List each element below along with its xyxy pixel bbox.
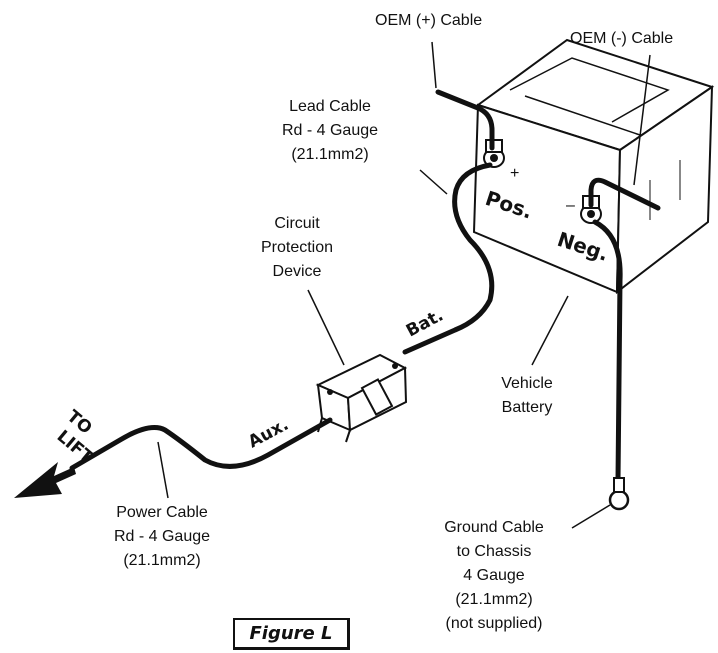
label-oem-pos-cable: OEM (+) Cable [375,12,482,29]
to-lift-arrow-icon [14,462,76,498]
oem-negative-cable [588,177,661,211]
label-lead-cable-1: Lead Cable [289,98,371,115]
label-plus-sign: + [510,165,519,182]
battery-side-face [615,85,714,295]
circuit-protection-device [315,353,408,443]
battery-top-groove-line [524,95,641,136]
leader-oem-pos [431,41,437,89]
ground-ring-terminal [608,489,630,511]
label-ground-cable-2: to Chassis [457,543,532,560]
figure-caption-box: Figure L [233,618,350,650]
battery-top-groove [509,57,670,123]
leader-circuit-protection [307,289,345,366]
leader-power-cable [157,441,169,499]
label-lead-cable-3: (21.1mm2) [291,146,368,163]
label-power-cable-2: Rd - 4 Gauge [114,528,210,545]
label-vehicle-battery-1: Vehicle [501,375,553,392]
label-power-cable-3: (21.1mm2) [123,552,200,569]
label-circuit-protection-3: Device [273,263,322,280]
label-minus-sign: – [566,197,575,214]
label-vehicle-battery-2: Battery [502,399,553,416]
label-lift: LIFT [53,427,97,469]
vehicle-battery [472,38,715,295]
label-ground-cable-1: Ground Cable [444,519,544,536]
label-circuit-protection-1: Circuit [274,215,320,232]
power-cable [69,417,333,471]
label-lead-cable-2: Rd - 4 Gauge [282,122,378,139]
label-oem-neg-cable: OEM (-) Cable [570,30,673,47]
oem-positive-cable [435,89,495,151]
leader-ground-cable [571,504,611,529]
leader-oem-neg [633,54,651,186]
label-ground-cable-3: 4 Gauge [463,567,524,584]
ground-cable [592,219,623,483]
leader-lead-cable [419,169,448,195]
label-power-cable-1: Power Cable [116,504,208,521]
label-circuit-protection-2: Protection [261,239,333,256]
label-ground-cable-4: (21.1mm2) [455,591,532,608]
figure-caption: Figure L [249,623,333,644]
leader-battery [531,295,569,366]
lead-cable [402,162,495,355]
ground-ring-crimp [613,477,625,493]
label-ground-cable-5: (not supplied) [446,615,543,632]
